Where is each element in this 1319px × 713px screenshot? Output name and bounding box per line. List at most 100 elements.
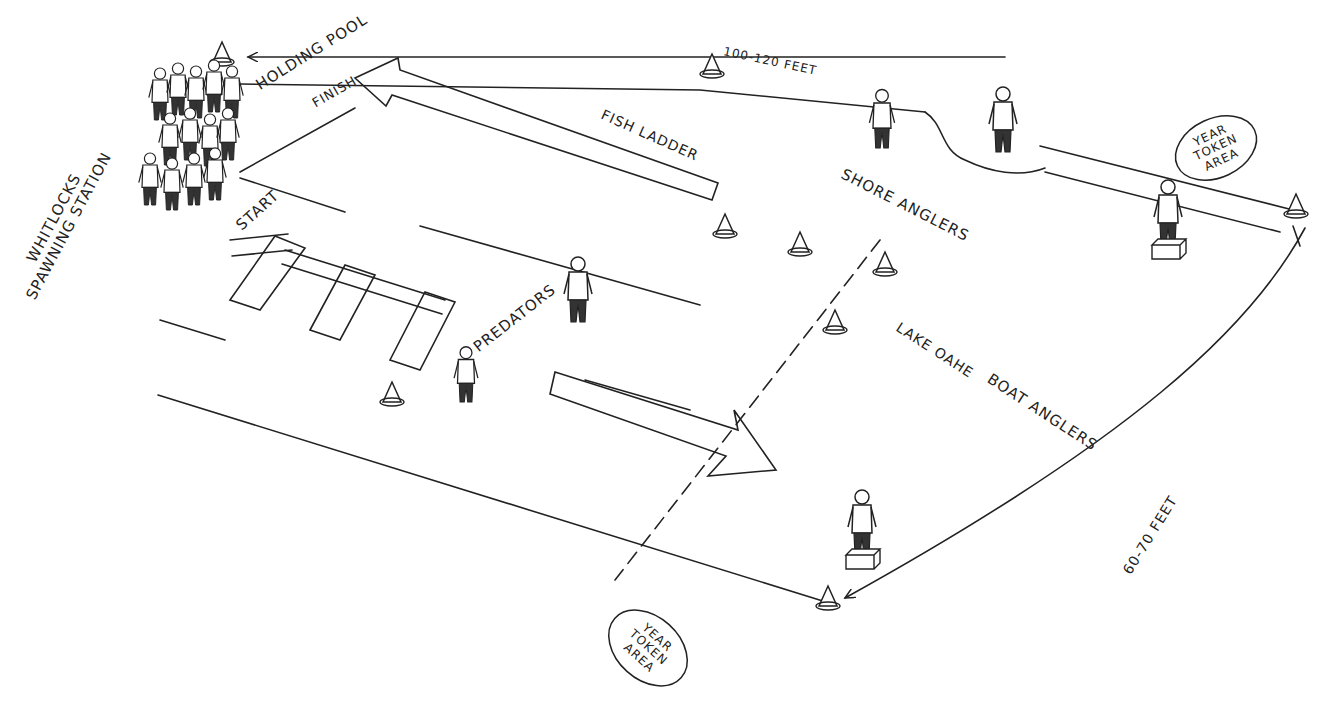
lane-line <box>585 380 690 410</box>
lane-line <box>420 226 700 305</box>
person-torso <box>1158 195 1178 223</box>
field-label: LAKE OAHE <box>876 308 994 392</box>
person-torso <box>188 78 204 100</box>
person-arms <box>179 122 201 138</box>
person-arms <box>454 361 478 378</box>
person-arms <box>869 105 894 123</box>
cone-base <box>823 326 847 334</box>
dashed-divider <box>615 240 880 580</box>
person-legs <box>209 182 222 200</box>
cone-base <box>816 602 840 610</box>
ellipse-shape <box>1165 103 1267 192</box>
field-lines <box>158 57 1305 602</box>
field-label: WHITLOCKS SPAWNING STATION <box>2 130 122 314</box>
person-figure <box>564 257 592 322</box>
person-arms <box>204 162 226 178</box>
start-gate <box>390 292 455 370</box>
person-torso <box>162 125 178 147</box>
person-arms <box>564 274 592 294</box>
person-arms <box>159 127 181 143</box>
person-figure <box>869 90 894 149</box>
person-arms <box>221 80 243 96</box>
person-arms <box>989 104 1017 124</box>
person-head <box>226 66 237 77</box>
person-torso <box>186 165 202 187</box>
person-legs <box>875 128 889 148</box>
cones <box>210 42 1308 610</box>
person-figure <box>203 60 225 112</box>
field-label: FISH LADDER <box>578 97 722 173</box>
token-area-text: YEAR TOKEN AREA <box>1181 118 1250 178</box>
person-torso <box>182 120 198 142</box>
cone-base <box>713 230 737 238</box>
person-head <box>571 257 585 271</box>
person-head <box>208 60 219 71</box>
person-head <box>184 108 195 119</box>
dimension-line <box>845 228 1305 598</box>
person-head <box>204 114 215 125</box>
dimension-line <box>248 56 1005 58</box>
person-torso <box>170 75 186 97</box>
person-torso <box>852 505 872 533</box>
person-torso <box>164 170 180 192</box>
person-legs <box>188 187 201 205</box>
person-figure <box>149 68 171 120</box>
people <box>139 60 1186 569</box>
person-head <box>172 63 183 74</box>
boundary-line <box>1293 226 1300 246</box>
person-legs <box>208 94 221 112</box>
field-label: BOAT ANGLERS <box>966 359 1118 466</box>
person-figure <box>183 153 205 205</box>
person-figure <box>139 153 161 205</box>
person-head <box>144 153 155 164</box>
start-gate <box>230 236 305 310</box>
person-head <box>164 113 175 124</box>
person-legs <box>166 192 179 210</box>
person-torso <box>142 165 158 187</box>
token-area-ellipse: YEAR TOKEN AREA <box>592 593 705 704</box>
person-arms <box>161 172 183 188</box>
person-head <box>855 490 869 504</box>
person-arms <box>848 507 876 527</box>
bottom-boundary <box>158 395 826 602</box>
person-figure <box>179 108 201 160</box>
standing-box <box>846 549 880 569</box>
person-torso <box>568 272 588 300</box>
person-head <box>166 158 177 169</box>
start-gate <box>310 265 375 340</box>
pool-edge <box>240 108 355 172</box>
cone-base <box>380 398 404 406</box>
person-arms <box>217 122 239 138</box>
field-label: HOLDING POOL <box>235 0 388 104</box>
person-torso <box>873 103 891 128</box>
person-head <box>154 68 165 79</box>
person-head <box>209 148 220 159</box>
person-torso <box>458 360 475 384</box>
shoreline <box>925 112 1045 173</box>
ellipse-shape <box>594 595 702 701</box>
person-torso <box>207 160 223 182</box>
person-torso <box>220 120 236 142</box>
person-legs <box>570 300 586 322</box>
field-label: SHORE ANGLERS <box>816 154 993 256</box>
field-label: FINISH <box>297 66 374 119</box>
person-legs <box>459 383 473 402</box>
person-legs <box>995 130 1011 152</box>
person-figure <box>204 148 226 200</box>
person-head <box>876 90 889 103</box>
person-torso <box>224 78 240 100</box>
person-figure <box>161 158 183 210</box>
person-head <box>190 66 201 77</box>
person-arms <box>139 167 161 183</box>
field-label: PREDATORS <box>458 271 571 365</box>
token-area-text: YEAR TOKEN AREA <box>612 613 685 684</box>
lane-line <box>160 320 225 340</box>
field-label: 60-70 FEET <box>1111 480 1188 590</box>
person-head <box>1161 180 1175 194</box>
node-text-wrap: YEAR TOKEN AREA <box>592 593 705 704</box>
predators-arrow <box>550 372 776 476</box>
person-figure <box>989 87 1017 152</box>
person-head <box>996 87 1010 101</box>
